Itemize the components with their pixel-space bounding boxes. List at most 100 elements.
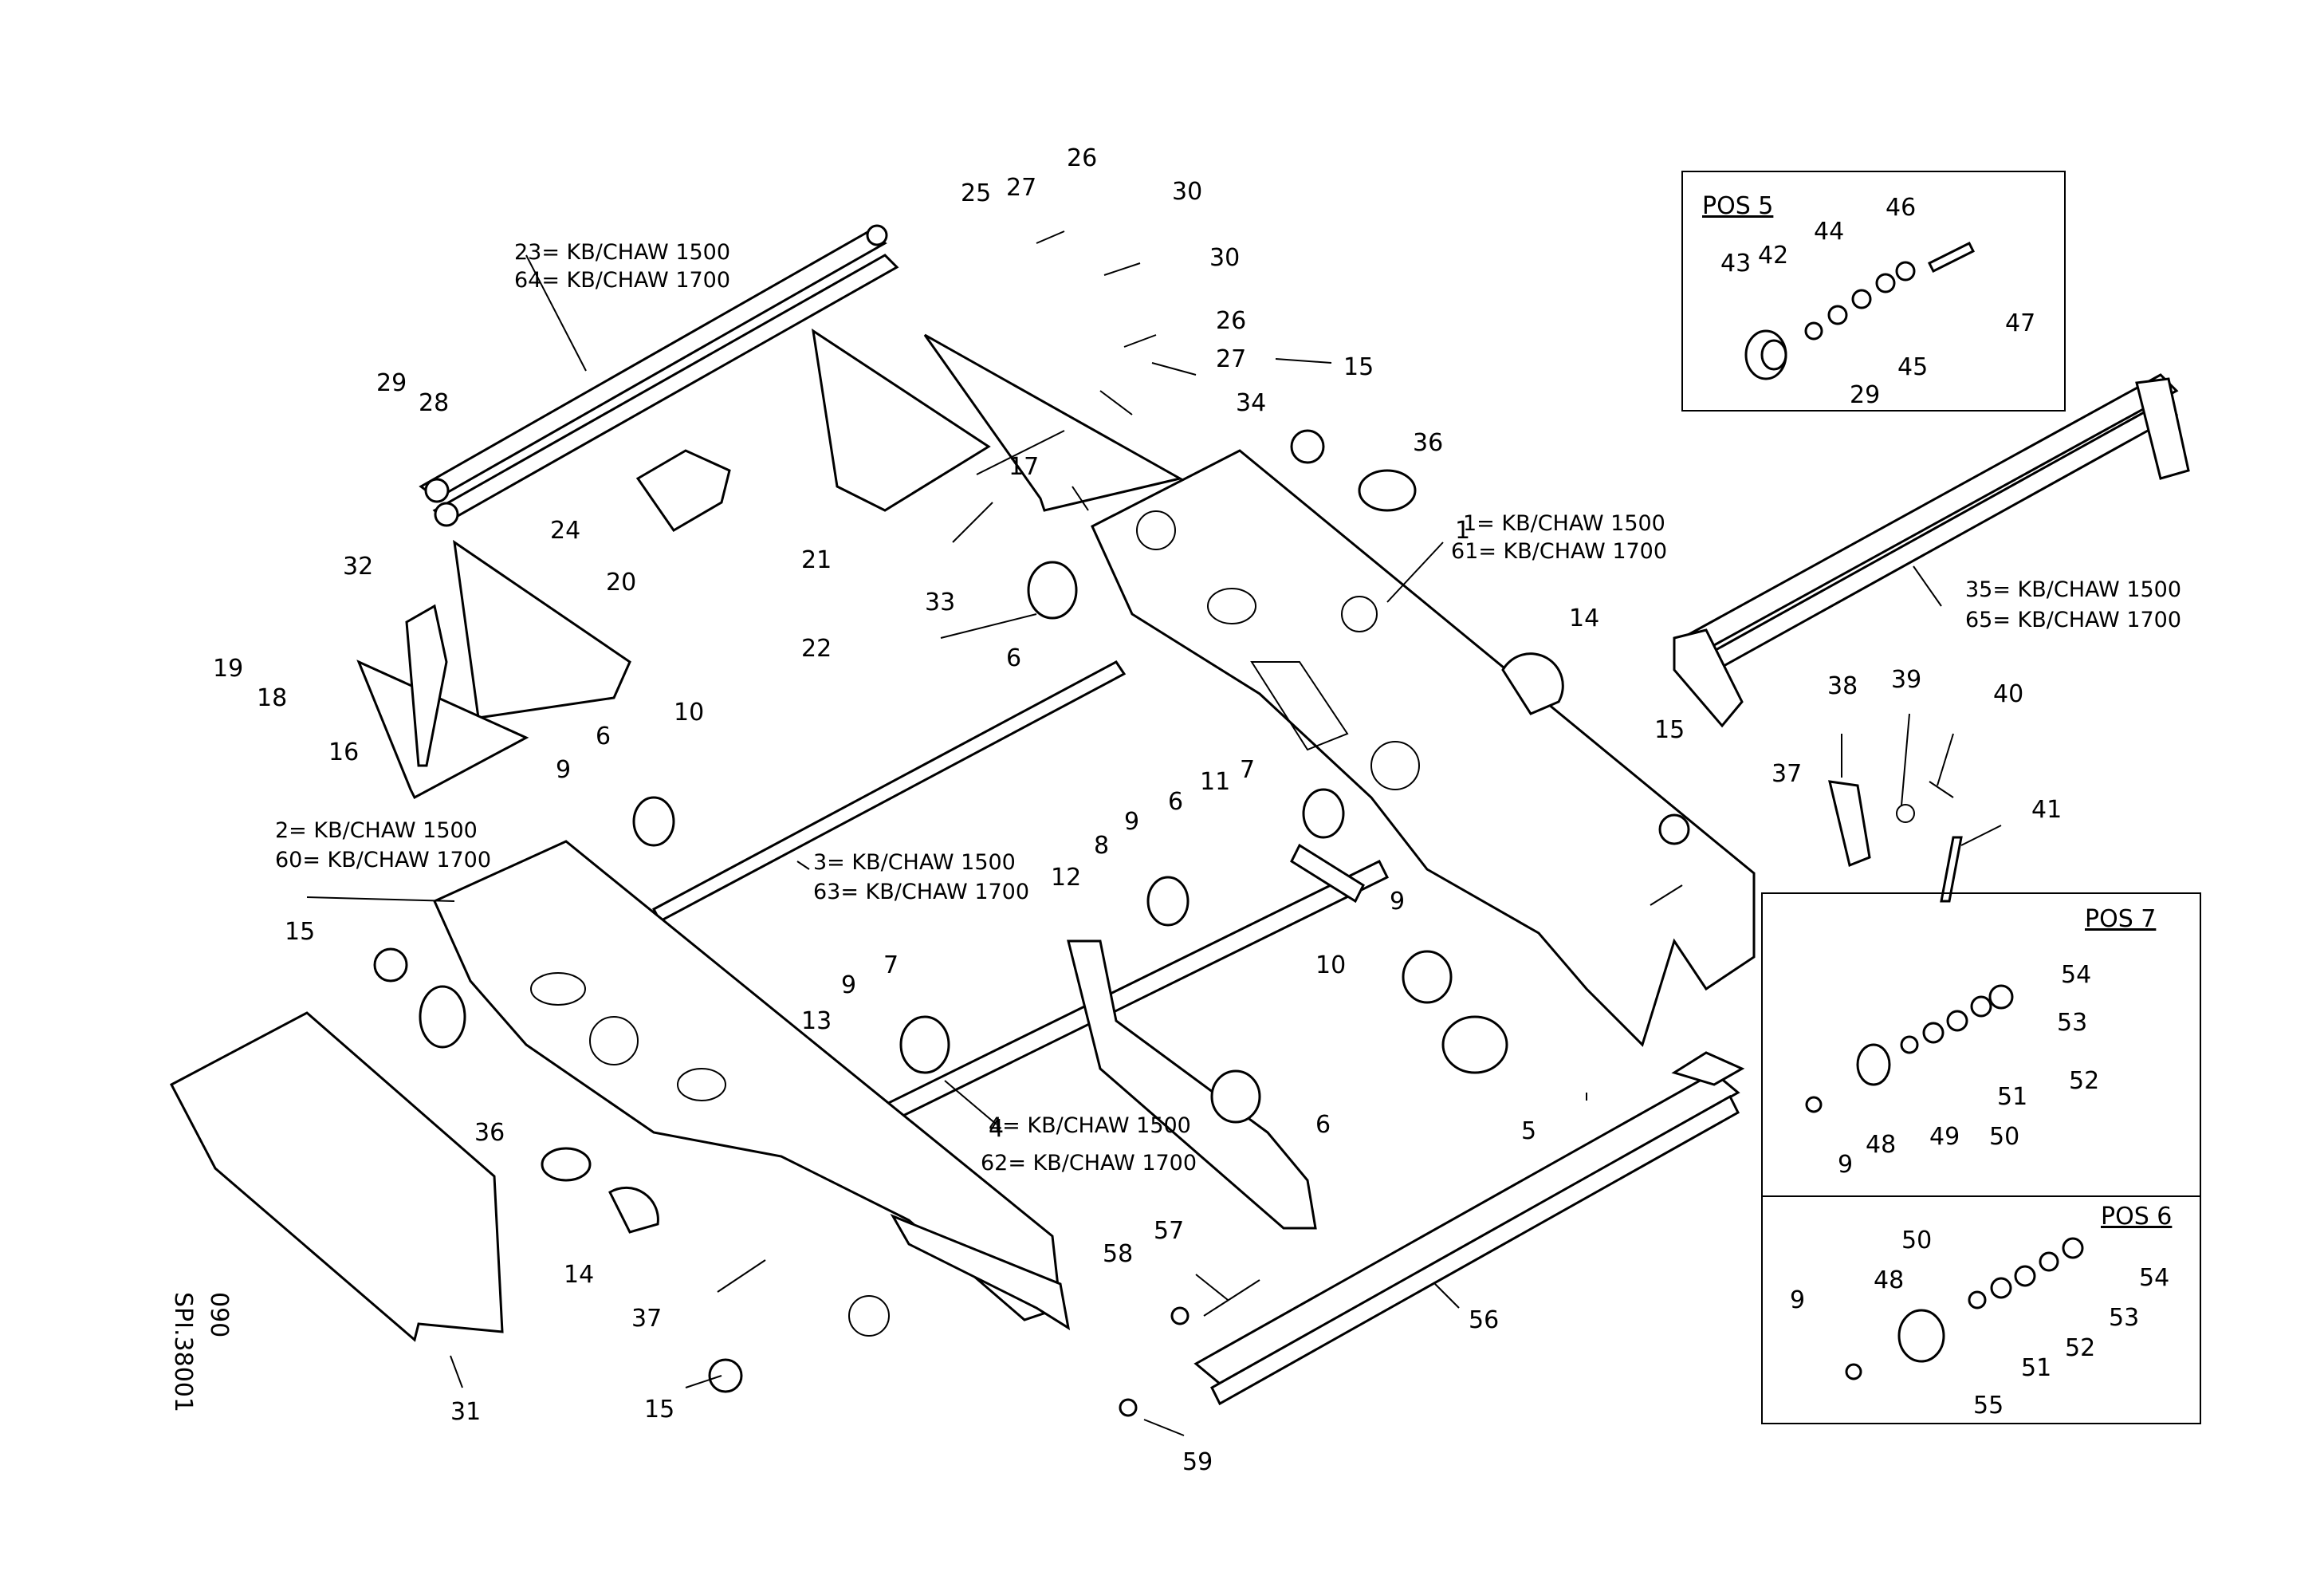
pos7-label-48: 48 [1866, 1131, 1896, 1159]
part-label: 10 [1315, 951, 1346, 979]
part-label: 41 [2031, 796, 2062, 824]
part-label: 6 [1315, 1111, 1331, 1139]
caption-1: 1= KB/CHAW 1500 [1463, 511, 1665, 536]
pos6-label-50: 50 [1901, 1227, 1932, 1254]
part-label: 39 [1891, 666, 1921, 694]
part-label: 21 [801, 546, 832, 574]
part-label: 10 [674, 699, 704, 727]
part-label: 9 [1390, 888, 1405, 916]
part-label: 1 [1455, 517, 1470, 545]
pos6-label-53: 53 [2109, 1304, 2139, 1332]
part-label: 6 [1006, 644, 1021, 672]
part-label: 26 [1067, 144, 1097, 172]
part-label: 24 [550, 517, 580, 545]
part-label: 26 [1216, 307, 1246, 335]
caption-60: 60= KB/CHAW 1700 [275, 848, 491, 872]
pos5-label-47: 47 [2005, 309, 2035, 337]
pos5-inset: POS 5 43 42 44 46 47 29 45 [1681, 171, 2066, 412]
pos5-label-42: 42 [1758, 242, 1788, 270]
part-label: 11 [1200, 768, 1230, 796]
part-label: 17 [1009, 453, 1039, 481]
caption-61: 61= KB/CHAW 1700 [1451, 539, 1667, 564]
part-label: 37 [1772, 760, 1802, 788]
part-label: 5 [1521, 1117, 1536, 1145]
caption-23: 23= KB/CHAW 1500 [514, 240, 730, 265]
part-label: 29 [376, 369, 407, 397]
part-label: 30 [1172, 178, 1202, 206]
part-label: 40 [1993, 680, 2023, 708]
part-label: 33 [925, 589, 955, 616]
part-label: 19 [213, 655, 243, 683]
caption-64: 64= KB/CHAW 1700 [514, 268, 730, 293]
caption-2: 2= KB/CHAW 1500 [275, 818, 478, 843]
pos7-title: POS 7 [2085, 905, 2156, 933]
part-label: 14 [1569, 605, 1599, 632]
part-label: 36 [1413, 429, 1443, 457]
part-label: 57 [1154, 1217, 1184, 1245]
pos7-label-54: 54 [2061, 961, 2091, 989]
caption-62: 62= KB/CHAW 1700 [981, 1151, 1197, 1176]
pos5-label-43: 43 [1720, 250, 1751, 278]
leader-lines [306, 230, 2002, 1436]
drawing-code: SPI.38001 [169, 1292, 197, 1412]
pos7-label-53: 53 [2057, 1009, 2087, 1037]
drawing-code-block: SPI.38001 090 [169, 1292, 233, 1412]
caption-65: 65= KB/CHAW 1700 [1965, 608, 2181, 632]
part-label: 25 [961, 179, 991, 207]
part-label: 22 [801, 635, 832, 663]
drawing-sheet: 090 [205, 1292, 233, 1337]
part-label: 28 [419, 389, 449, 417]
caption-35: 35= KB/CHAW 1500 [1965, 577, 2181, 602]
pos5-label-44: 44 [1814, 218, 1844, 246]
part-label: 59 [1182, 1448, 1213, 1476]
part-label: 58 [1103, 1240, 1133, 1268]
part-label: 12 [1051, 864, 1081, 892]
part-label: 31 [450, 1398, 481, 1426]
part-label: 16 [328, 738, 359, 766]
pos7-pos6-inset: POS 7 54 53 52 51 50 49 48 9 POS 6 50 54… [1761, 892, 2201, 1424]
captions: 23= KB/CHAW 1500 64= KB/CHAW 1700 1= KB/… [275, 240, 2181, 1176]
pos7-label-49: 49 [1929, 1123, 1960, 1151]
part-label: 15 [1343, 353, 1374, 381]
part-label: 37 [631, 1305, 662, 1333]
part-label: 15 [285, 918, 315, 946]
pos7-label-51: 51 [1997, 1083, 2027, 1111]
part-label: 36 [474, 1119, 505, 1147]
part-label: 20 [606, 569, 636, 597]
part-label: 14 [564, 1261, 594, 1289]
part-label: 30 [1209, 244, 1240, 272]
pos6-label-51: 51 [2021, 1354, 2051, 1382]
part-label: 7 [1240, 756, 1255, 784]
pos5-title: POS 5 [1702, 192, 1773, 220]
part-label: 6 [596, 723, 611, 750]
part-label: 15 [644, 1396, 674, 1424]
part-label: 8 [1094, 832, 1109, 860]
pos6-label-48: 48 [1874, 1266, 1904, 1294]
part-label: 34 [1236, 389, 1266, 417]
part-label: 9 [1124, 808, 1139, 836]
part-label: 32 [343, 553, 373, 581]
part-label: 4 [989, 1115, 1004, 1143]
pos6-title: POS 6 [2101, 1203, 2172, 1231]
pos5-label-45: 45 [1897, 353, 1928, 381]
pos7-label-50: 50 [1989, 1123, 2019, 1151]
pos6-label-55: 55 [1973, 1392, 2004, 1420]
caption-63: 63= KB/CHAW 1700 [813, 880, 1029, 904]
pos7-label-9: 9 [1838, 1151, 1853, 1179]
caption-3: 3= KB/CHAW 1500 [813, 850, 1016, 875]
part-number-labels: 1 4 5 6 6 6 6 7 7 8 9 9 9 9 10 10 11 12 … [213, 144, 2062, 1476]
part-label: 13 [801, 1007, 832, 1035]
part-label: 38 [1827, 672, 1858, 700]
parts-drawing [169, 224, 2190, 1417]
pos6-label-54: 54 [2139, 1264, 2169, 1292]
pos5-label-29: 29 [1850, 381, 1880, 409]
part-label: 9 [841, 971, 856, 999]
part-label: 9 [556, 756, 571, 784]
part-label: 18 [257, 684, 287, 712]
part-label: 27 [1216, 345, 1246, 373]
pos6-label-52: 52 [2065, 1334, 2095, 1362]
pos5-label-46: 46 [1886, 194, 1916, 222]
part-label: 6 [1168, 788, 1183, 816]
pos6-label-9: 9 [1790, 1286, 1805, 1314]
